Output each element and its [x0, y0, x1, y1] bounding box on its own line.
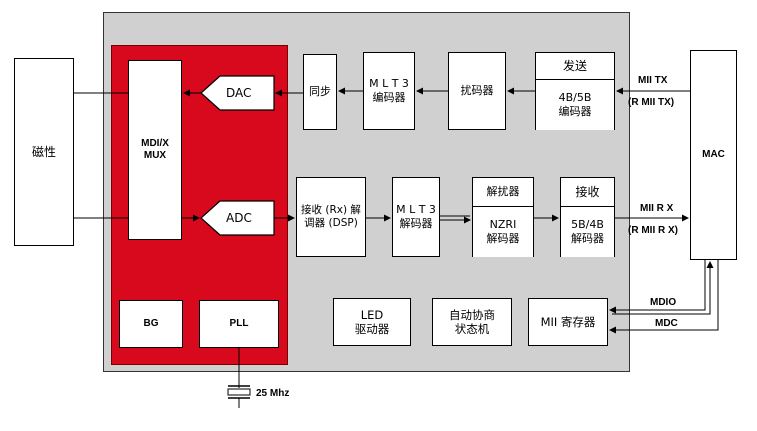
bg-label: BG: [143, 317, 159, 329]
led-driver-label: LED 驱动器: [354, 307, 390, 336]
pll-block: PLL: [199, 300, 279, 348]
scrambler-label: 扰码器: [460, 84, 494, 98]
rmii-rx-label: (R MII R X): [628, 225, 678, 236]
mlt3-encoder-label: M L T 3 编码器: [369, 77, 409, 104]
receive-header: 接收: [561, 178, 614, 207]
mdix-mux-block: MDI/X MUX: [128, 60, 182, 240]
transmit-block: 发送 4B/5B 编码器: [535, 52, 615, 130]
magnetics-label: 磁性: [31, 144, 56, 159]
dac-shape: [200, 75, 275, 111]
magnetics-block: 磁性: [14, 58, 74, 246]
bg-block: BG: [119, 300, 183, 348]
rmii-tx-label: (R MII TX): [628, 97, 675, 108]
mlt3-decoder-block: M L T 3 解码器: [392, 177, 440, 257]
sync-label: 同步: [309, 85, 331, 99]
pll-label: PLL: [229, 317, 249, 329]
mdc-label: MDC: [655, 318, 678, 329]
mlt3-encoder-block: M L T 3 编码器: [363, 52, 415, 130]
mac-block: MAC: [690, 50, 737, 260]
autoneg-label: 自动协商 状态机: [449, 307, 495, 336]
mac-label: MAC: [702, 148, 725, 160]
dac-label: DAC: [226, 86, 252, 100]
nzri-decoder: NZRI 解码器: [473, 207, 533, 257]
mii-register-label: MII 寄存器: [540, 314, 596, 329]
mdio-label: MDIO: [650, 297, 677, 308]
adc-label: ADC: [226, 211, 252, 225]
descrambler-label: 解扰器: [486, 185, 520, 199]
descrambler: 解扰器: [473, 178, 533, 207]
sync-block: 同步: [303, 54, 337, 130]
mlt3-decoder-label: M L T 3 解码器: [396, 203, 436, 230]
5b4b-decoder-label: 5B/4B 解码器: [571, 218, 604, 245]
mii-register-block: MII 寄存器: [528, 298, 608, 346]
mdix-mux-label: MDI/X MUX: [141, 137, 169, 162]
descrambler-nzri-block: 解扰器 NZRI 解码器: [472, 177, 534, 257]
mii-tx-label: MII TX: [638, 75, 668, 86]
led-driver-block: LED 驱动器: [333, 298, 411, 346]
nzri-decoder-label: NZRI 解码器: [486, 218, 520, 245]
mii-rx-label: MII R X: [640, 203, 674, 214]
rx-dsp-label: 接收 (Rx) 解 调器 (DSP): [301, 203, 361, 229]
transmit-label: 发送: [562, 58, 587, 73]
rx-dsp-block: 接收 (Rx) 解 调器 (DSP): [296, 177, 366, 257]
transmit-header: 发送: [536, 53, 614, 80]
5b4b-decoder: 5B/4B 解码器: [561, 207, 614, 257]
crystal-frequency-label: 25 Mhz: [256, 388, 290, 399]
receive-block: 接收 5B/4B 解码器: [560, 177, 615, 257]
autoneg-state-machine-block: 自动协商 状态机: [432, 298, 512, 346]
scrambler-block: 扰码器: [448, 52, 506, 130]
receive-label: 接收: [575, 184, 600, 199]
crystal-icon: [227, 388, 251, 396]
4b5b-encoder: 4B/5B 编码器: [536, 80, 614, 130]
4b5b-encoder-label: 4B/5B 编码器: [558, 91, 592, 118]
